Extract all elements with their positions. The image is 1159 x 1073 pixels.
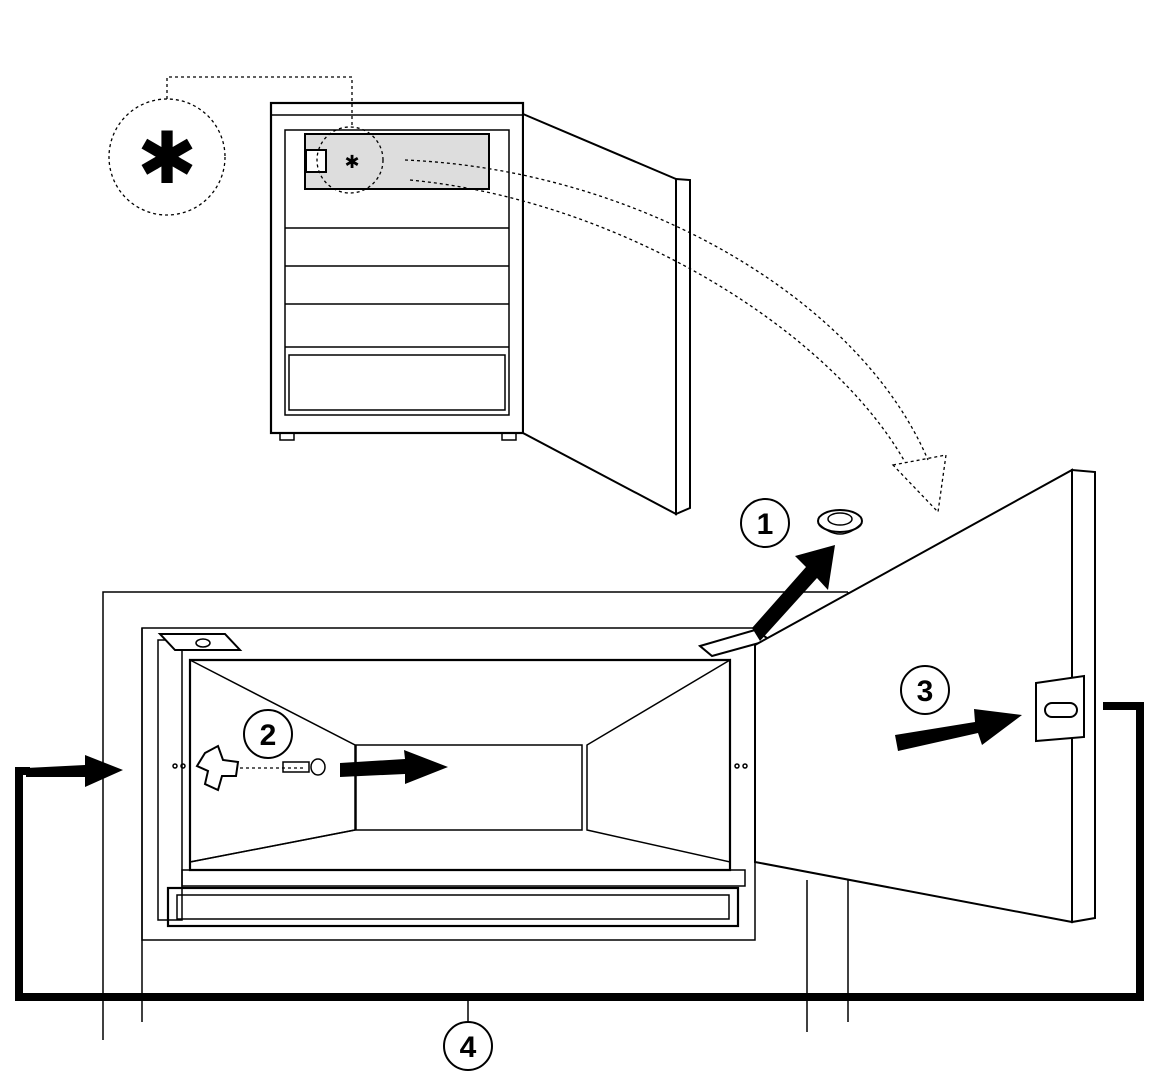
arrow-step-3 (895, 709, 1022, 751)
arrow-step-1 (752, 545, 835, 641)
svg-text:1: 1 (757, 508, 774, 541)
arrow-step-4-entry (26, 755, 123, 787)
hinge-block-left (157, 633, 243, 651)
transfer-arrow-head (891, 454, 947, 514)
detail-view (102, 468, 1096, 1040)
knob-screw-assembly (195, 744, 326, 792)
step-badge-1: 1 (740, 498, 790, 548)
step-badge-4: 4 (443, 1021, 493, 1071)
freezer-back-wall (188, 658, 732, 872)
freezer-compartment (304, 133, 490, 190)
svg-text:4: 4 (460, 1031, 477, 1064)
bottom-drawer (166, 886, 740, 928)
hinge-cap (817, 509, 863, 535)
freezer-latch (305, 149, 327, 173)
fridge-inner-frame (284, 129, 510, 416)
foot-left (279, 432, 295, 441)
symbol-callout: ✱ (108, 76, 384, 216)
step-badge-3: 3 (900, 665, 950, 715)
step-badge-2: 2 (243, 709, 293, 759)
transfer-arrow (404, 159, 947, 514)
freezer-symbol-large: ✱ (137, 119, 197, 199)
crisper-drawer (288, 354, 506, 411)
magnifier-circle-small (316, 126, 384, 194)
arrow-step-2 (340, 750, 448, 784)
freezer-symbol-small: ✱ (344, 152, 359, 172)
screw-icon (282, 761, 310, 773)
foot-right (501, 432, 517, 441)
fridge-door-open (522, 112, 677, 516)
freezer-rear-panel (355, 744, 583, 831)
svg-text:2: 2 (260, 719, 277, 752)
relocation-path (15, 702, 1144, 1001)
fridge-overview: ✱ (269, 101, 691, 516)
knob-icon (195, 744, 240, 792)
svg-text:3: 3 (917, 675, 934, 708)
solid-arrows (26, 545, 1022, 787)
